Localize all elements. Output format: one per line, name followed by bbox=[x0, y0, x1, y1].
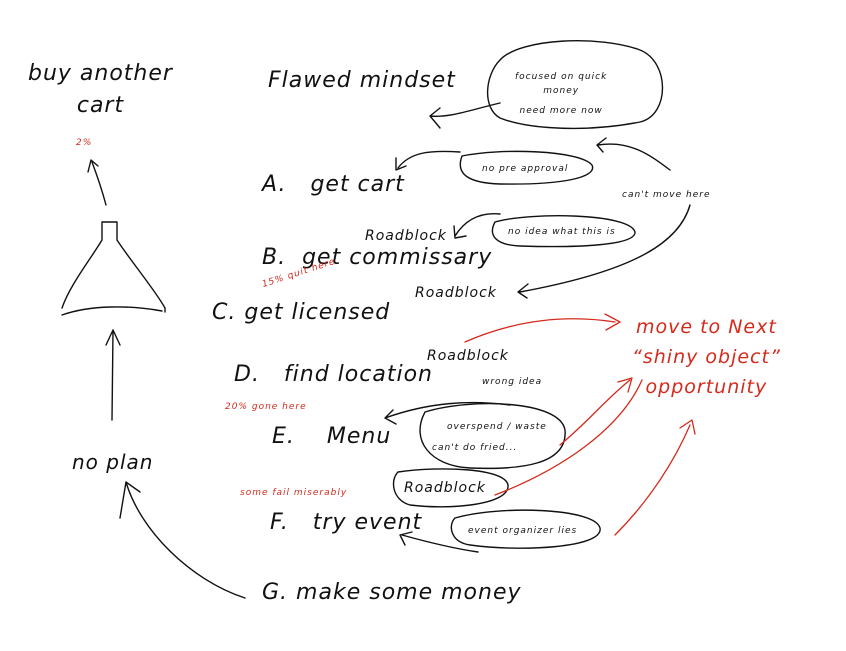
step-f: F. try event bbox=[270, 510, 423, 535]
step-d: D. find location bbox=[234, 362, 433, 387]
note-overspend: overspend / waste bbox=[447, 422, 547, 432]
note-no-idea: no idea what this is bbox=[508, 227, 616, 237]
step-e: E. Menu bbox=[272, 424, 392, 449]
goal-line-1: buy another bbox=[28, 61, 173, 86]
arrow-to-menu bbox=[384, 401, 511, 425]
note-cant-do-fried: can't do fried... bbox=[432, 443, 518, 453]
menu-bubble bbox=[419, 402, 566, 470]
roadblock-b: Roadblock bbox=[365, 228, 447, 244]
goal-percent: 2% bbox=[76, 138, 93, 148]
mindset-line-3: need more now bbox=[519, 106, 603, 116]
event-lies-bubble bbox=[450, 509, 601, 549]
goal-line-2: cart bbox=[76, 93, 125, 118]
step-a: A. get cart bbox=[262, 172, 405, 197]
mindset-bubble-text: focused on quick money need more now bbox=[515, 70, 607, 118]
roadblock-f-bubble bbox=[392, 468, 509, 508]
note-wrong-idea: wrong idea bbox=[482, 377, 543, 387]
red-arrow-from-e bbox=[559, 377, 633, 446]
mindset-line-1: focused on quick bbox=[515, 72, 608, 82]
flawed-mindset-title: Flawed mindset bbox=[268, 68, 456, 93]
step-g: G. make some money bbox=[262, 580, 522, 605]
roadblock-c: Roadblock bbox=[415, 285, 497, 301]
red-arrow-from-c bbox=[464, 313, 621, 343]
arrow-to-flawed-mindset bbox=[429, 102, 501, 129]
note-cant-move-here: can't move here bbox=[622, 190, 711, 200]
funnel-base bbox=[61, 306, 163, 316]
red-arrow-from-event bbox=[614, 419, 696, 536]
funnel-shape bbox=[61, 221, 166, 313]
no-idea-bubble bbox=[491, 215, 636, 248]
outcome-text: move to Next “shiny object” opportunity bbox=[632, 312, 781, 402]
arrow-plan-to-funnel bbox=[105, 329, 121, 421]
arrow-from-cant-move bbox=[596, 137, 671, 171]
mindset-bubble-outline bbox=[486, 40, 664, 130]
step-c: C. get licensed bbox=[212, 300, 391, 325]
outcome-line-3: opportunity bbox=[645, 376, 768, 398]
note-event-lies: event organizer lies bbox=[468, 526, 578, 536]
step-b: B. get commissary bbox=[262, 245, 493, 270]
mindset-line-2: money bbox=[543, 86, 580, 96]
note-some-fail: some fail miserably bbox=[240, 488, 348, 498]
arrow-to-get-cart bbox=[395, 150, 461, 171]
arrow-to-commissary bbox=[453, 213, 501, 239]
arrow-make-money-to-plan bbox=[119, 481, 246, 599]
note-no-pre-approval: no pre approval bbox=[482, 164, 569, 174]
red-arrow-from-f bbox=[494, 379, 643, 496]
arrow-to-roadblock-c bbox=[517, 204, 691, 299]
roadblock-f: Roadblock bbox=[404, 480, 486, 496]
arrow-to-try-event bbox=[399, 531, 479, 553]
note-20-gone: 20% gone here bbox=[225, 402, 307, 412]
arrow-funnel-to-goal bbox=[87, 159, 107, 206]
no-pre-approval-bubble bbox=[459, 150, 594, 185]
root-cause-no-plan: no plan bbox=[72, 450, 154, 474]
roadblock-d: Roadblock bbox=[427, 348, 509, 364]
outcome-line-1: move to Next bbox=[635, 316, 777, 338]
goal-text: buy another cart bbox=[28, 58, 173, 122]
outcome-line-2: “shiny object” bbox=[632, 346, 781, 368]
